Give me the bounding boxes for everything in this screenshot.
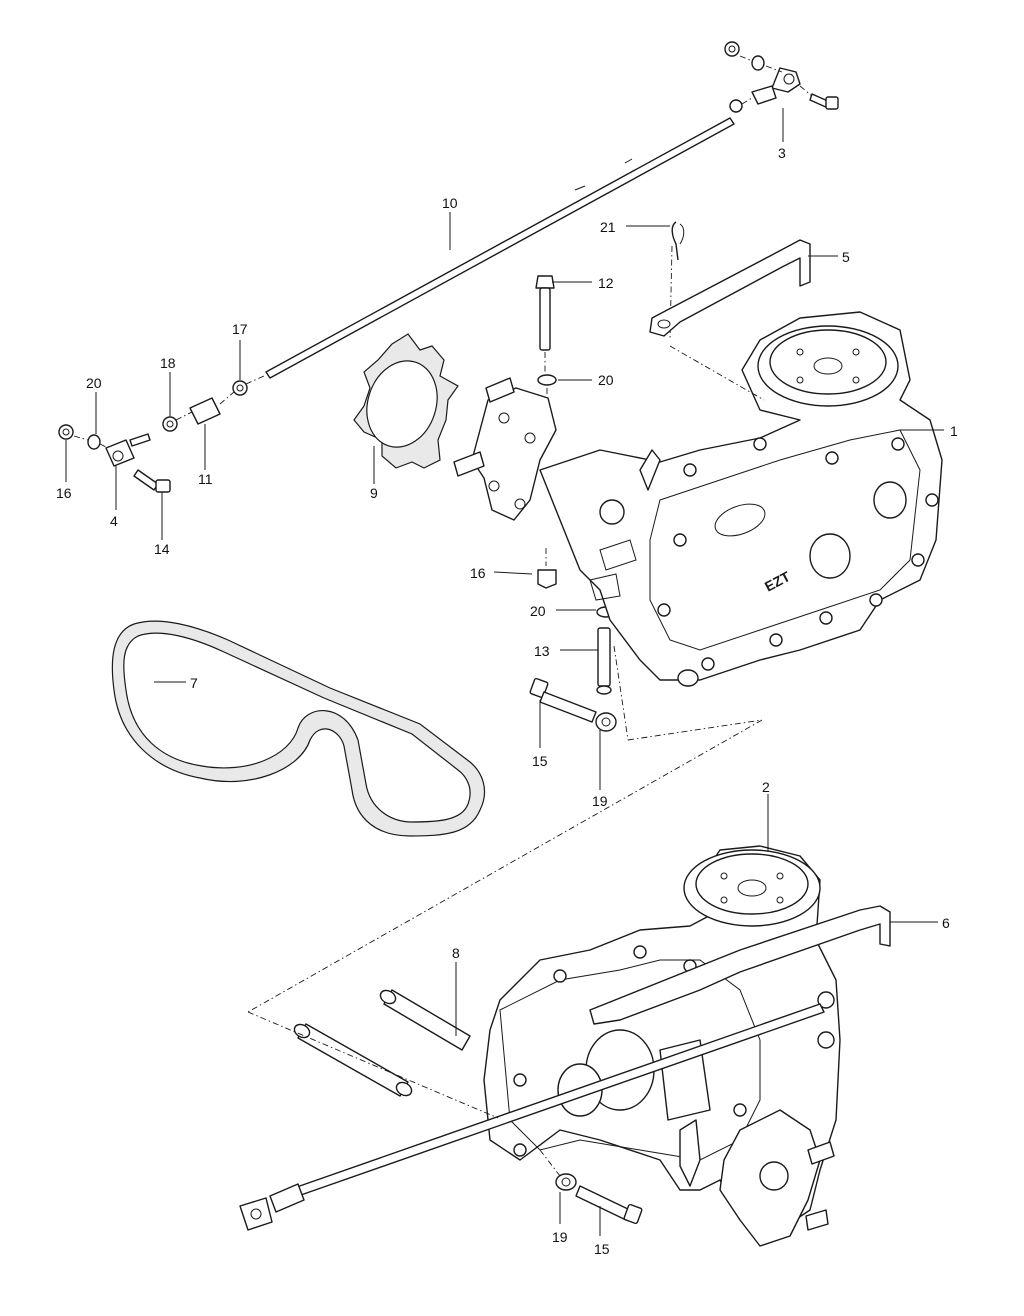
callout-15-upper: 15: [532, 753, 548, 769]
part-21-hairpin-clip: [626, 221, 685, 341]
left-linkage-hardware: [58, 340, 265, 540]
callout-6: 6: [942, 915, 950, 931]
callout-20-left: 20: [86, 375, 102, 391]
callout-19-upper: 19: [592, 793, 608, 809]
axle-bolt-lower: [555, 1173, 643, 1236]
lower-control-rod: [239, 1003, 825, 1231]
part-8-spacer-tubes: [293, 962, 471, 1097]
callout-4: 4: [110, 513, 118, 529]
alignment-line-upper: [247, 345, 765, 1013]
alignment-line-lower: [247, 1011, 561, 1177]
callout-20-middle: 20: [530, 603, 546, 619]
callout-10: 10: [442, 195, 458, 211]
callout-17: 17: [232, 321, 248, 337]
part-10-control-rod: [265, 117, 735, 379]
callout-5: 5: [842, 249, 850, 265]
part-3-rod-end-assembly: [724, 41, 839, 142]
callout-16-left: 16: [56, 485, 72, 501]
callout-labels: 1 2 3 4 5 6 7 8 9 10 11 12 13 14 15 15 1…: [56, 145, 958, 1257]
callout-15-lower: 15: [594, 1241, 610, 1257]
callout-20-upper: 20: [598, 372, 614, 388]
part-5-bracket: [649, 239, 838, 337]
callout-9: 9: [370, 485, 378, 501]
callout-11: 11: [198, 471, 213, 487]
callout-16-center: 16: [470, 565, 486, 581]
callout-1: 1: [950, 423, 958, 439]
axle-bolt-upper: [529, 677, 617, 790]
callout-14: 14: [154, 541, 170, 557]
callout-21: 21: [600, 219, 616, 235]
callout-13: 13: [534, 643, 550, 659]
callout-19-lower: 19: [552, 1229, 568, 1245]
callout-12: 12: [598, 275, 614, 291]
callout-7: 7: [190, 675, 198, 691]
callout-8: 8: [452, 945, 460, 961]
part-7-drive-belt: [111, 620, 485, 837]
callout-2: 2: [762, 779, 770, 795]
part-6-bracket: [589, 905, 938, 1025]
part-1-transmission-upper: EZT: [453, 311, 944, 687]
callout-3: 3: [778, 145, 786, 161]
part-9-star-spacer: [353, 333, 459, 484]
pivot-bolt-hardware: [493, 275, 616, 695]
callout-18: 18: [160, 355, 176, 371]
